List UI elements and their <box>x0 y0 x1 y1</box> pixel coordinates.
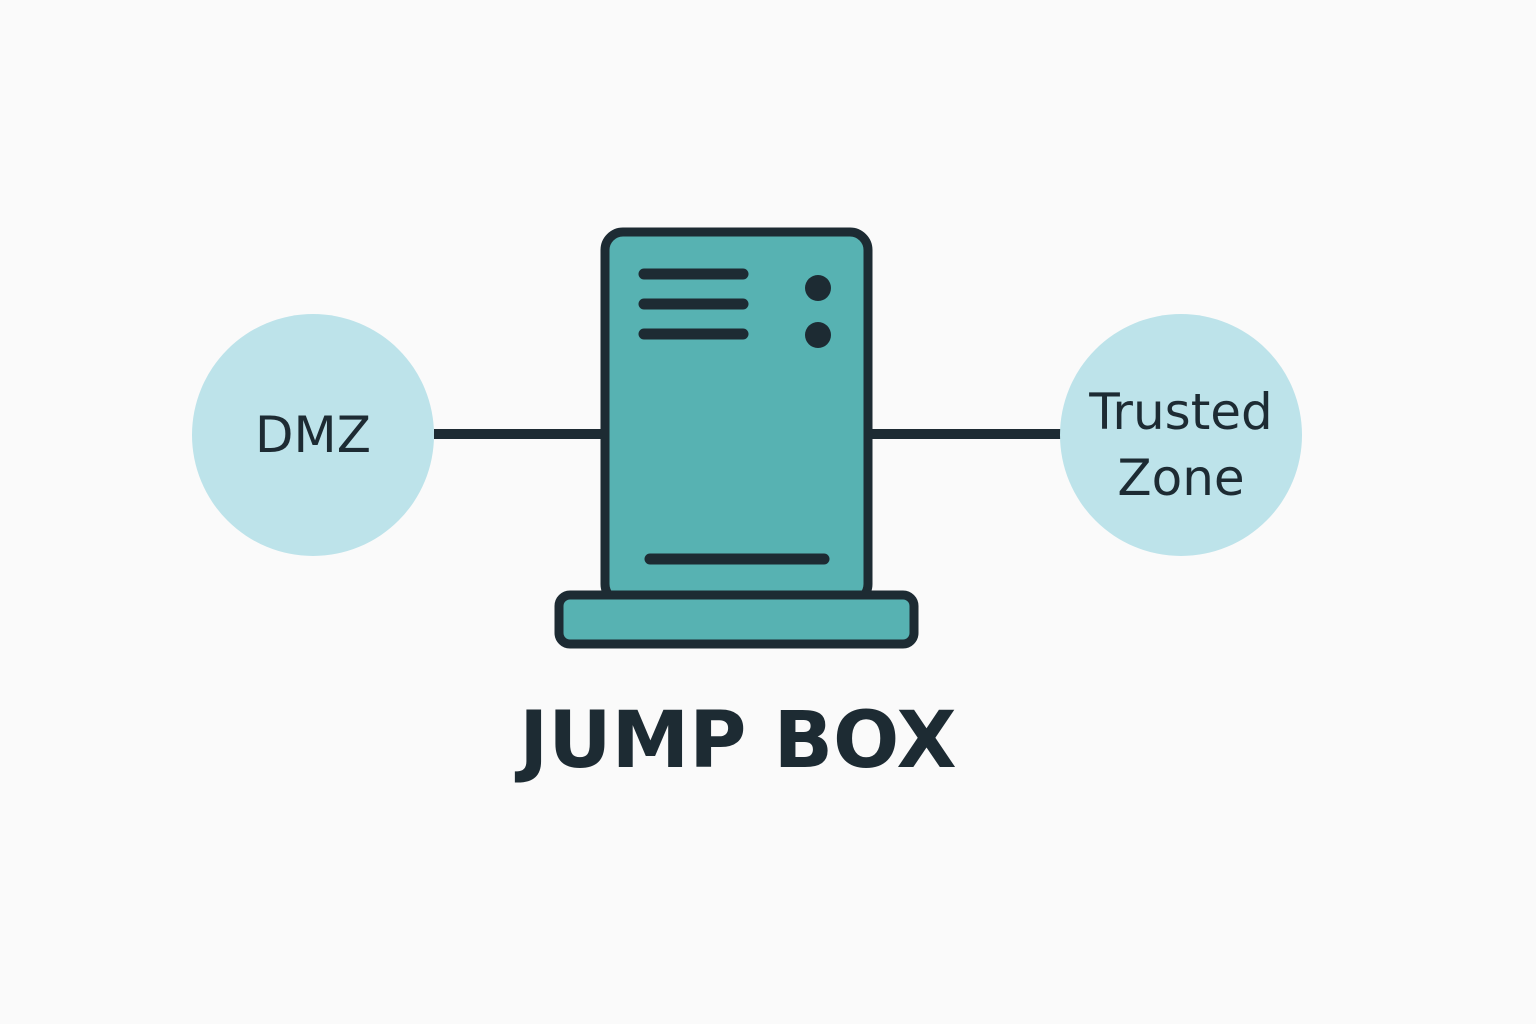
diagram-title: JUMP BOX <box>514 696 956 786</box>
server-tower-icon <box>554 227 919 649</box>
status-light-1 <box>805 275 831 301</box>
dmz-circle <box>192 314 434 556</box>
trusted-zone-label-line2: Zone <box>1117 449 1244 507</box>
trusted-zone-node: Trusted Zone <box>1060 314 1302 556</box>
dmz-node: DMZ <box>192 314 434 556</box>
status-light-2 <box>805 322 831 348</box>
trusted-zone-label-line1: Trusted <box>1088 383 1273 441</box>
trusted-zone-circle <box>1060 314 1302 556</box>
dmz-label: DMZ <box>255 406 371 464</box>
server-base <box>554 590 919 649</box>
